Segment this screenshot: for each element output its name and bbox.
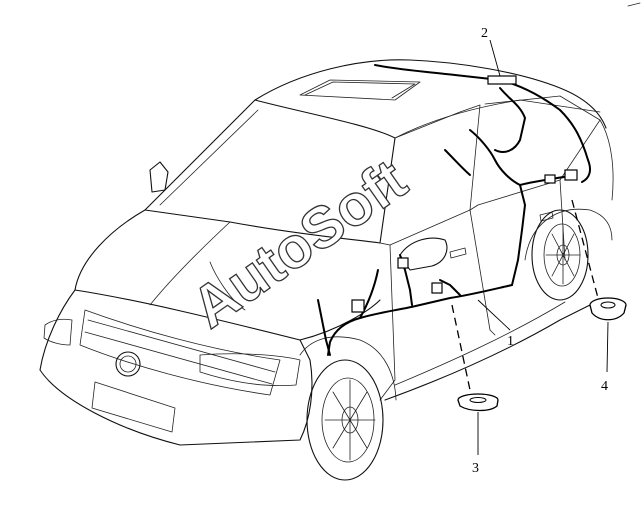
callout-2: 2 — [481, 26, 501, 77]
callout-2-label: 2 — [481, 26, 488, 41]
car-body — [39, 59, 614, 481]
grommet-front — [457, 393, 499, 412]
callout-4-label: 4 — [601, 379, 608, 394]
callout-1-label: 1 — [507, 334, 514, 349]
wiring-harness — [317, 2, 641, 391]
callout-1: 1 — [477, 299, 514, 349]
callout-3-label: 3 — [472, 461, 479, 476]
grommet-rear — [589, 297, 627, 321]
callout-3: 3 — [472, 412, 479, 476]
callout-4: 4 — [601, 321, 609, 394]
